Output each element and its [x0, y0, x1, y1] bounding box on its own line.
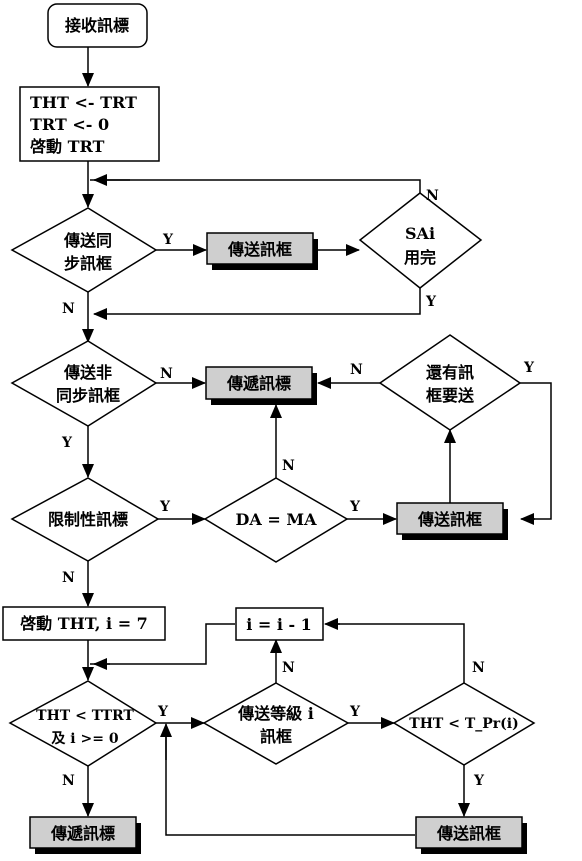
- decision-restricted-label: 限制性訊標: [48, 510, 128, 529]
- dec-i-label: i = i - 1: [246, 615, 312, 634]
- label-n-more: N: [350, 362, 363, 378]
- init-line-2: TRT <- 0: [30, 115, 109, 134]
- label-n-tht-ttrt: N: [62, 773, 75, 789]
- label-n-sync: N: [62, 301, 75, 317]
- label-y-more: Y: [523, 360, 535, 376]
- decision-tht-ttrt: THT < TTRT 及 i >= 0: [8, 680, 158, 767]
- label-n-tht-pr: N: [472, 660, 485, 676]
- decision-sai: SAi 用完: [358, 192, 483, 289]
- pass-token-label-1: 傳遞訊標: [226, 374, 291, 393]
- decision-level: 傳送等級 i 訊框: [202, 682, 350, 765]
- start-node: 接收訊標: [47, 3, 148, 48]
- dec-i-box: i = i - 1: [235, 607, 324, 641]
- init-box: THT <- TRT TRT <- 0 啓動 TRT: [19, 86, 160, 162]
- decision-async-line-2: 同步訊框: [56, 386, 120, 405]
- label-y-async: Y: [61, 435, 73, 451]
- decision-tht-ttrt-line-2: 及 i >= 0: [51, 731, 118, 747]
- decision-sync: 傳送同 步訊框: [10, 207, 158, 293]
- connectors: [82, 46, 552, 836]
- init-line-3: 啓動 TRT: [30, 137, 104, 156]
- send-sync-box: 傳送訊框: [206, 232, 318, 270]
- label-y-tht-ttrt: Y: [157, 704, 169, 720]
- branch-labels: N Y Y N N N Y Y N Y Y N N N Y Y N Y: [61, 188, 535, 789]
- label-n-level: N: [282, 660, 295, 676]
- decision-da-label: DA = MA: [236, 510, 318, 529]
- send-sync-label: 傳送訊框: [227, 240, 292, 259]
- label-y-tht-pr: Y: [473, 773, 485, 789]
- decision-level-line-2: 訊框: [260, 727, 292, 746]
- label-y-level: Y: [349, 704, 361, 720]
- pass-token-box-2: 傳遞訊標: [29, 816, 141, 854]
- decision-restricted: 限制性訊標: [10, 477, 160, 562]
- start-tht-label: 啓動 THT, i = 7: [20, 614, 148, 633]
- label-y-sai: Y: [425, 294, 437, 310]
- send-frame-box-2: 傳送訊框: [396, 502, 508, 540]
- decision-sync-line-1: 傳送同: [63, 231, 112, 250]
- start-tht-box: 啓動 THT, i = 7: [2, 606, 166, 641]
- decision-tht-pr: THT < T_Pr(i): [392, 682, 536, 766]
- decision-level-line-1: 傳送等級 i: [237, 704, 314, 723]
- label-y-da: Y: [349, 499, 361, 515]
- init-line-1: THT <- TRT: [30, 93, 137, 112]
- label-n-restricted: N: [62, 570, 75, 586]
- decision-sync-line-2: 步訊框: [64, 254, 112, 273]
- decision-tht-pr-label: THT < T_Pr(i): [409, 716, 518, 732]
- pass-token-box-1: 傳遞訊標: [205, 366, 317, 405]
- decision-more-line-2: 框要送: [426, 386, 475, 405]
- decision-more: 還有訊 框要送: [378, 334, 522, 431]
- label-y-restricted: Y: [159, 499, 171, 515]
- send-frame-box-3: 傳送訊框: [415, 816, 527, 854]
- decision-da: DA = MA: [203, 477, 349, 563]
- label-n-async: N: [160, 366, 173, 382]
- decision-async: 傳送非 同步訊框: [10, 340, 158, 427]
- start-label: 接收訊標: [65, 16, 129, 35]
- decision-tht-ttrt-line-1: THT < TTRT: [36, 708, 134, 724]
- send-frame-label-2: 傳送訊框: [417, 510, 482, 529]
- decision-sai-line-1: SAi: [405, 224, 435, 243]
- decision-async-line-1: 傳送非: [63, 363, 112, 382]
- label-y-sync: Y: [162, 232, 174, 248]
- label-n-sai: N: [426, 188, 439, 204]
- decision-sai-line-2: 用完: [404, 248, 436, 267]
- pass-token-label-2: 傳遞訊標: [50, 824, 115, 843]
- label-n-da: N: [282, 458, 295, 474]
- send-frame-label-3: 傳送訊框: [436, 824, 501, 843]
- decision-more-line-1: 還有訊: [426, 363, 474, 382]
